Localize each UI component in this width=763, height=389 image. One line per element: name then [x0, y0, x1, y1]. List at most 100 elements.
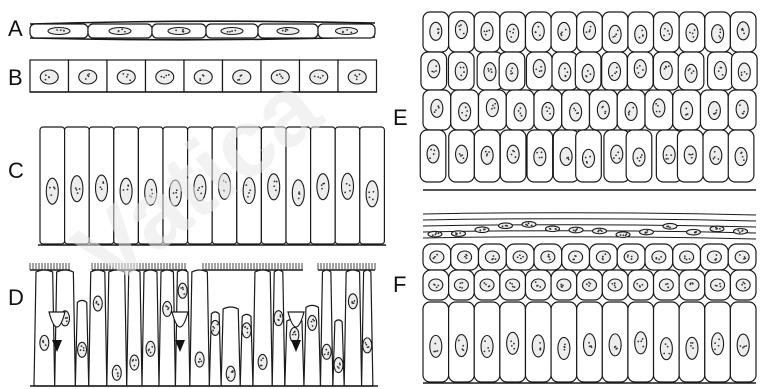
chromatin-dot — [437, 32, 439, 34]
cell-nucleus — [597, 101, 609, 119]
chromatin-dot — [564, 68, 566, 70]
chromatin-dot — [182, 287, 184, 289]
panel-a-simple-squamous — [30, 21, 375, 40]
flattened-surface-layer — [423, 231, 756, 233]
chromatin-dot — [535, 68, 537, 70]
chromatin-dot — [135, 359, 137, 361]
chromatin-dot — [513, 343, 515, 345]
chromatin-dot — [642, 69, 644, 71]
chromatin-dot — [322, 75, 324, 77]
chromatin-dot — [182, 288, 184, 290]
chromatin-dot — [514, 286, 516, 288]
cell-nucleus — [660, 23, 672, 41]
flattened-surface-layer — [423, 219, 756, 221]
chromatin-dot — [324, 353, 326, 355]
cell-nucleus — [736, 100, 748, 118]
chromatin-dot — [350, 32, 352, 34]
cell-nucleus — [429, 279, 443, 291]
chromatin-dot — [684, 255, 686, 257]
chromatin-dot — [488, 350, 490, 352]
chromatin-dot — [436, 286, 438, 288]
chromatin-dot — [688, 154, 690, 156]
chromatin-dot — [692, 282, 694, 284]
chromatin-dot — [549, 113, 551, 115]
chromatin-dot — [656, 111, 658, 113]
flattened-surface-layer — [423, 225, 756, 227]
chromatin-dot — [129, 79, 131, 81]
cell-nucleus — [532, 22, 544, 40]
chromatin-dot — [576, 228, 578, 230]
chromatin-dot — [509, 282, 511, 284]
chromatin-dot — [742, 156, 744, 158]
chromatin-dot — [53, 186, 55, 188]
chromatin-dot — [80, 349, 82, 351]
chromatin-dot — [81, 345, 83, 347]
chromatin-dot — [719, 228, 721, 230]
chromatin-dot — [351, 302, 353, 304]
chromatin-dot — [640, 156, 642, 158]
chromatin-dot — [435, 351, 437, 353]
chromatin-dot — [566, 71, 568, 73]
cell-nucleus — [226, 366, 235, 381]
chromatin-dot — [560, 284, 562, 286]
chromatin-dot — [298, 198, 300, 200]
chromatin-dot — [720, 286, 722, 288]
chromatin-dot — [526, 224, 528, 226]
chromatin-dot — [459, 153, 461, 155]
cell-nucleus — [522, 222, 536, 228]
chromatin-dot — [636, 283, 638, 285]
chromatin-dot — [689, 32, 691, 34]
cell-nucleus — [514, 103, 526, 121]
chromatin-dot — [560, 33, 562, 35]
chromatin-dot — [466, 110, 468, 112]
chromatin-dot — [339, 363, 341, 365]
chromatin-dot — [601, 107, 603, 109]
chromatin-dot — [586, 283, 588, 285]
chromatin-dot — [602, 259, 604, 261]
chromatin-dot — [741, 72, 743, 74]
chromatin-dot — [166, 306, 168, 308]
chromatin-dot — [459, 286, 461, 288]
chromatin-dot — [686, 259, 688, 261]
chromatin-dot — [637, 341, 639, 343]
chromatin-dot — [198, 361, 200, 363]
chromatin-dot — [150, 352, 152, 354]
pseudostratified-cell — [190, 270, 210, 386]
chromatin-dot — [718, 345, 720, 347]
chromatin-dot — [575, 109, 577, 111]
chromatin-dot — [518, 110, 520, 112]
chromatin-dot — [539, 34, 541, 36]
chromatin-dot — [513, 151, 515, 153]
chromatin-dot — [663, 353, 665, 355]
cell-nucleus — [570, 103, 582, 121]
chromatin-dot — [359, 74, 361, 76]
chromatin-dot — [589, 29, 591, 31]
cell-nucleus — [112, 365, 121, 380]
chromatin-dot — [126, 76, 128, 78]
chromatin-dot — [539, 286, 541, 288]
chromatin-dot — [460, 24, 462, 26]
chromatin-dot — [641, 284, 643, 286]
chromatin-dot — [311, 321, 313, 323]
chromatin-dot — [719, 32, 721, 34]
chromatin-dot — [199, 358, 201, 360]
chromatin-dot — [434, 149, 436, 151]
chromatin-dot — [746, 73, 748, 75]
cell-nucleus — [46, 178, 58, 204]
chromatin-dot — [691, 72, 693, 74]
chromatin-dot — [344, 192, 346, 194]
chromatin-dot — [714, 151, 716, 153]
chromatin-dot — [636, 67, 638, 69]
cell-nucleus — [609, 334, 621, 356]
chromatin-dot — [587, 70, 589, 72]
chromatin-dot — [632, 107, 634, 109]
chromatin-dot — [588, 342, 590, 344]
chromatin-dot — [461, 112, 463, 114]
chromatin-dot — [314, 75, 316, 77]
chromatin-dot — [739, 104, 741, 106]
chromatin-dot — [460, 155, 462, 157]
cell-nucleus — [178, 283, 187, 298]
cell-nucleus — [130, 355, 139, 370]
chromatin-dot — [295, 334, 297, 336]
panel-b-simple-cuboidal — [30, 60, 377, 92]
